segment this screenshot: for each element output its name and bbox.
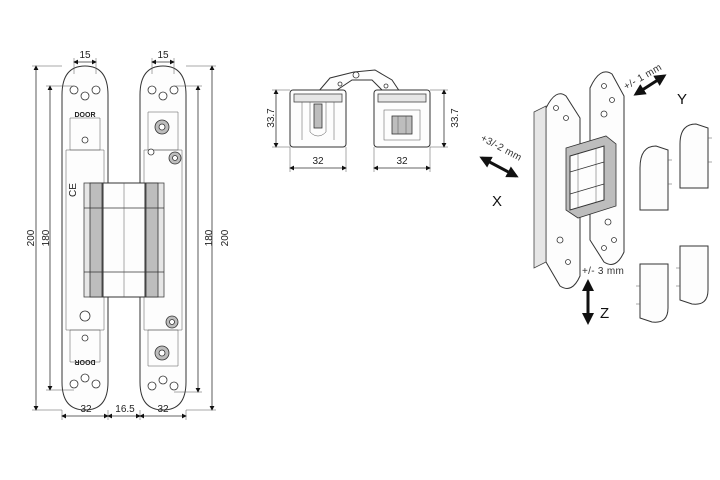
- axis-z-label: Z: [600, 305, 609, 322]
- iso-front-leaf: [545, 93, 581, 289]
- dim-top-left: 15: [79, 50, 91, 61]
- cover-cap-4-icon: [679, 245, 709, 305]
- dim-top-height-left: 33.7: [266, 108, 277, 128]
- range-z: +/- 3 mm: [582, 266, 624, 277]
- dim-top-width-left: 32: [312, 156, 324, 167]
- front-view: DOOR DOOR CE 15 15 200 180: [26, 50, 231, 420]
- dim-height-outer-right: 200: [220, 229, 231, 246]
- dim-top-width-right: 32: [396, 156, 408, 167]
- cover-cap-3-icon: [639, 263, 669, 323]
- cover-cap-2-icon: [679, 123, 709, 189]
- stamp-top: DOOR: [75, 112, 96, 119]
- stamp-bottom: DOOR: [75, 358, 96, 365]
- y-axis-arrow-icon: [633, 74, 667, 96]
- dim-top-height-right: 33.7: [450, 108, 461, 128]
- dim-height-outer-left: 200: [26, 229, 37, 246]
- ce-mark: CE: [68, 183, 79, 197]
- axis-y-label: Y: [677, 91, 687, 108]
- dim-height-inner-right: 180: [204, 229, 215, 246]
- adjustment-view: X Y Z +3/-2 mm +/- 1 mm +/- 3 mm: [479, 62, 712, 325]
- top-view: 33.7 33.7 32 32: [266, 69, 461, 172]
- dim-bottom-right: 32: [157, 404, 169, 415]
- dim-bottom-left: 32: [80, 404, 92, 415]
- x-axis-arrow-icon: [479, 156, 519, 178]
- dim-height-inner-left: 180: [41, 229, 52, 246]
- axis-x-label: X: [492, 193, 502, 210]
- dim-bottom-gap: 16.5: [115, 404, 135, 415]
- dim-top-right: 15: [157, 50, 169, 61]
- cover-cap-1-icon: [639, 145, 669, 211]
- central-knuckle: [83, 182, 165, 298]
